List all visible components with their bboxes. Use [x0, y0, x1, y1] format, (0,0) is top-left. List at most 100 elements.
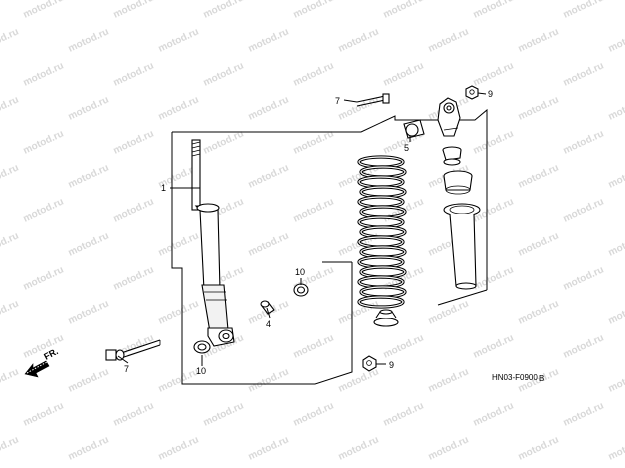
callout-7-top: 7 — [335, 96, 340, 106]
watermark-text: motod.ru — [607, 162, 625, 190]
watermark-text: motod.ru — [67, 230, 111, 258]
watermark-text: motod.ru — [22, 60, 66, 88]
watermark-text: motod.ru — [202, 128, 246, 156]
dust-boot — [443, 203, 481, 290]
watermark-text: motod.ru — [247, 434, 291, 462]
watermark-text: motod.ru — [562, 0, 606, 21]
watermark-text: motod.ru — [382, 400, 426, 428]
upper-mount — [437, 97, 461, 137]
watermark-text: motod.ru — [562, 196, 606, 224]
watermark-text: motod.ru — [607, 230, 625, 258]
watermark-text: motod.ru — [112, 264, 156, 292]
watermark-text: motod.ru — [112, 400, 156, 428]
watermark-text: motod.ru — [292, 196, 336, 224]
collar — [260, 300, 275, 315]
watermark-text: motod.ru — [22, 196, 66, 224]
watermark-text: motod.ru — [382, 60, 426, 88]
watermark-text: motod.ru — [67, 434, 111, 462]
bump-stopper — [442, 146, 462, 166]
nut-top — [465, 85, 479, 100]
watermark-text: motod.ru — [472, 264, 516, 292]
watermark-text: motod.ru — [607, 26, 625, 54]
watermark-text: motod.ru — [247, 162, 291, 190]
watermark-text: motod.ru — [112, 0, 156, 21]
watermark-text: motod.ru — [292, 60, 336, 88]
watermark-text: motod.ru — [202, 0, 246, 21]
watermark-text: motod.ru — [22, 264, 66, 292]
callout-7-bottom: 7 — [124, 364, 129, 374]
watermark-text: motod.ru — [0, 94, 21, 122]
watermark-text: motod.ru — [562, 264, 606, 292]
watermark-text: motod.ru — [517, 298, 561, 326]
watermark-text: motod.ru — [472, 0, 516, 21]
watermark-text: motod.ru — [0, 162, 21, 190]
watermark-text: motod.ru — [292, 128, 336, 156]
bushing-top — [293, 283, 309, 297]
watermark-text: motod.ru — [202, 400, 246, 428]
watermark-text: motod.ru — [472, 60, 516, 88]
watermark-text: motod.ru — [427, 298, 471, 326]
watermark-text: motod.ru — [337, 434, 381, 462]
bolt-bottom — [105, 339, 161, 361]
watermark-text: motod.ru — [247, 26, 291, 54]
watermark-text: motod.ru — [0, 230, 21, 258]
callout-1: 1 — [161, 183, 166, 193]
watermark-text: motod.ru — [112, 128, 156, 156]
watermark-text: motod.ru — [0, 434, 21, 462]
watermark-text: motod.ru — [562, 60, 606, 88]
watermark-text: motod.ru — [247, 230, 291, 258]
bolt-top — [356, 93, 390, 107]
leader-lines — [117, 92, 487, 366]
watermark-text: motod.ru — [67, 26, 111, 54]
watermark-text: motod.ru — [157, 434, 201, 462]
watermark-text: motod.ru — [292, 332, 336, 360]
watermark-text: motod.ru — [337, 366, 381, 394]
watermark-text: motod.ru — [22, 400, 66, 428]
spring-seat-lower — [373, 309, 399, 327]
watermark-text: motod.ru — [517, 94, 561, 122]
callout-10-bottom: 10 — [196, 366, 206, 376]
watermark-text: motod.ru — [22, 128, 66, 156]
watermark-text: motod.ru — [247, 366, 291, 394]
watermark-text: motod.ru — [67, 162, 111, 190]
spring-seat-upper — [443, 170, 473, 195]
watermark-text: motod.ru — [157, 366, 201, 394]
watermark-text: motod.ru — [67, 298, 111, 326]
watermark-text: motod.ru — [292, 0, 336, 21]
watermark-text: motod.ru — [562, 128, 606, 156]
watermark-text: motod.ru — [0, 26, 21, 54]
watermark-text: motod.ru — [517, 162, 561, 190]
watermark-text: motod.ru — [607, 94, 625, 122]
callout-10-top: 10 — [295, 267, 305, 277]
watermark-text: motod.ru — [247, 94, 291, 122]
watermark-text: motod.ru — [157, 94, 201, 122]
watermark-text: motod.ru — [472, 128, 516, 156]
callout-9-top: 9 — [488, 89, 493, 99]
watermark-text: motod.ru — [337, 230, 381, 258]
watermark-text: motod.ru — [202, 60, 246, 88]
watermark-text: motod.ru — [562, 400, 606, 428]
watermark-text: motod.ru — [607, 434, 625, 462]
watermark-text: motod.ru — [22, 0, 66, 21]
damper-unit — [191, 139, 235, 347]
callout-9-bottom: 9 — [389, 360, 394, 370]
spring-coil-highlight — [358, 296, 404, 308]
watermark-text: motod.ru — [292, 400, 336, 428]
drawing-rev-text: B — [539, 374, 544, 383]
watermark-text: motod.ru — [517, 26, 561, 54]
watermark-text: motod.ru — [382, 332, 426, 360]
callout-4: 4 — [266, 319, 271, 329]
watermark-text: motod.ru — [607, 298, 625, 326]
bushing-bottom — [193, 340, 211, 354]
watermark-text: motod.ru — [157, 298, 201, 326]
upper-bushing — [403, 119, 425, 139]
watermark-text: motod.ru — [157, 26, 201, 54]
watermark-text: motod.ru — [472, 332, 516, 360]
watermark-text: motod.ru — [0, 298, 21, 326]
watermark-text: motod.ru — [517, 230, 561, 258]
watermark-text: motod.ru — [67, 94, 111, 122]
coil-spring — [357, 155, 407, 309]
watermark-text: motod.ru — [0, 366, 21, 394]
